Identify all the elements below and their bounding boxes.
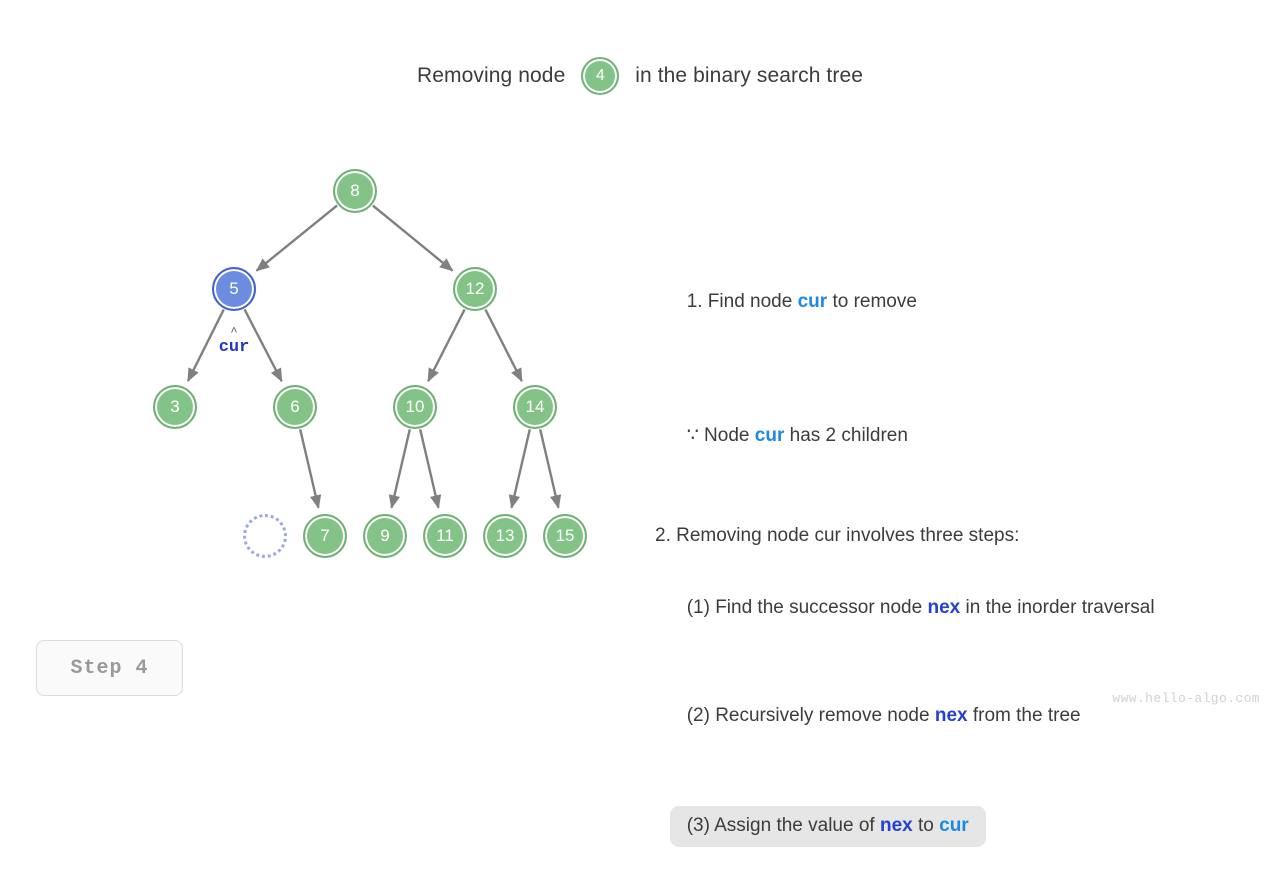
- tree-edge: [299, 429, 322, 509]
- line4-post: in the inorder traversal: [960, 597, 1155, 618]
- tree-node-13: 13: [483, 514, 527, 558]
- line1-pre: 1. Find node: [686, 291, 798, 312]
- tree-node-14: 14: [513, 385, 557, 429]
- line4-pre: (1) Find the successor node: [686, 597, 928, 618]
- title-node-badge: 4: [581, 57, 620, 95]
- line5-post: from the tree: [967, 705, 1081, 726]
- tree-node-9: 9: [363, 514, 407, 558]
- explanation-line-6: (3) Assign the value of nex to cur: [655, 770, 1265, 883]
- step-badge: Step 4: [36, 640, 183, 696]
- line1-post: to remove: [827, 291, 917, 312]
- tree-node-8: 8: [333, 169, 377, 213]
- tree-edge: [372, 204, 454, 272]
- tree-node-10: 10: [393, 385, 437, 429]
- slide-canvas: Removing node 4 in the binary search tre…: [0, 0, 1280, 847]
- line5-pre: (2) Recursively remove node: [686, 705, 935, 726]
- page-title: Removing node 4 in the binary search tre…: [0, 56, 1280, 96]
- active-step-highlight: (3) Assign the value of nex to cur: [669, 806, 986, 847]
- watermark: www.hello-algo.com: [1112, 691, 1260, 706]
- explanation-line-2: ∵ Node cur has 2 children: [655, 382, 1265, 490]
- tree-edge: [388, 429, 411, 509]
- tree-edge: [484, 308, 523, 383]
- title-suffix: in the binary search tree: [629, 64, 864, 87]
- cur-pointer-label: cur: [218, 338, 250, 357]
- step-badge-label: Step 4: [70, 656, 149, 680]
- cur-caret-icon: ^: [230, 325, 238, 339]
- line6-keyword-cur: cur: [939, 815, 969, 836]
- tree-edges: [186, 204, 562, 509]
- tree-node-5: 5: [212, 267, 256, 311]
- tree-node-3: 3: [153, 385, 197, 429]
- line2-pre: ∵ Node: [686, 425, 755, 446]
- tree-node-11: 11: [423, 514, 467, 558]
- tree-edge: [186, 309, 225, 382]
- tree-node-7: 7: [303, 514, 347, 558]
- tree-edge: [255, 204, 338, 272]
- explanation-line-5: (2) Recursively remove node nex from the…: [655, 662, 1265, 770]
- explanation-line-3: 2. Removing node cur involves three step…: [655, 525, 1020, 546]
- line2-keyword-cur: cur: [754, 425, 785, 446]
- line4-keyword-nex: nex: [927, 597, 961, 618]
- tree-node-15: 15: [543, 514, 587, 558]
- explanation-line-1: 1. Find node cur to remove: [655, 248, 1265, 356]
- tree-edge: [419, 429, 442, 509]
- line6-keyword-nex: nex: [879, 815, 913, 836]
- tree-edge: [539, 429, 562, 509]
- tree-node-empty: [243, 514, 287, 558]
- tree-edge: [427, 308, 466, 383]
- tree-node-6: 6: [273, 385, 317, 429]
- tree-edge: [508, 429, 531, 509]
- line6-pre: (3) Assign the value of: [686, 815, 880, 836]
- explanation-panel: 1. Find node cur to remove ∵ Node cur ha…: [655, 248, 1265, 883]
- title-prefix: Removing node: [416, 64, 572, 87]
- cur-pointer: ^ cur: [199, 326, 269, 358]
- explanation-line-4: (1) Find the successor node nex in the i…: [655, 554, 1265, 662]
- tree-edge: [243, 308, 283, 383]
- line1-keyword-cur: cur: [797, 291, 828, 312]
- tree-node-12: 12: [453, 267, 497, 311]
- line2-post: has 2 children: [784, 425, 908, 446]
- line5-keyword-nex: nex: [934, 705, 968, 726]
- line6-mid: to: [912, 815, 940, 836]
